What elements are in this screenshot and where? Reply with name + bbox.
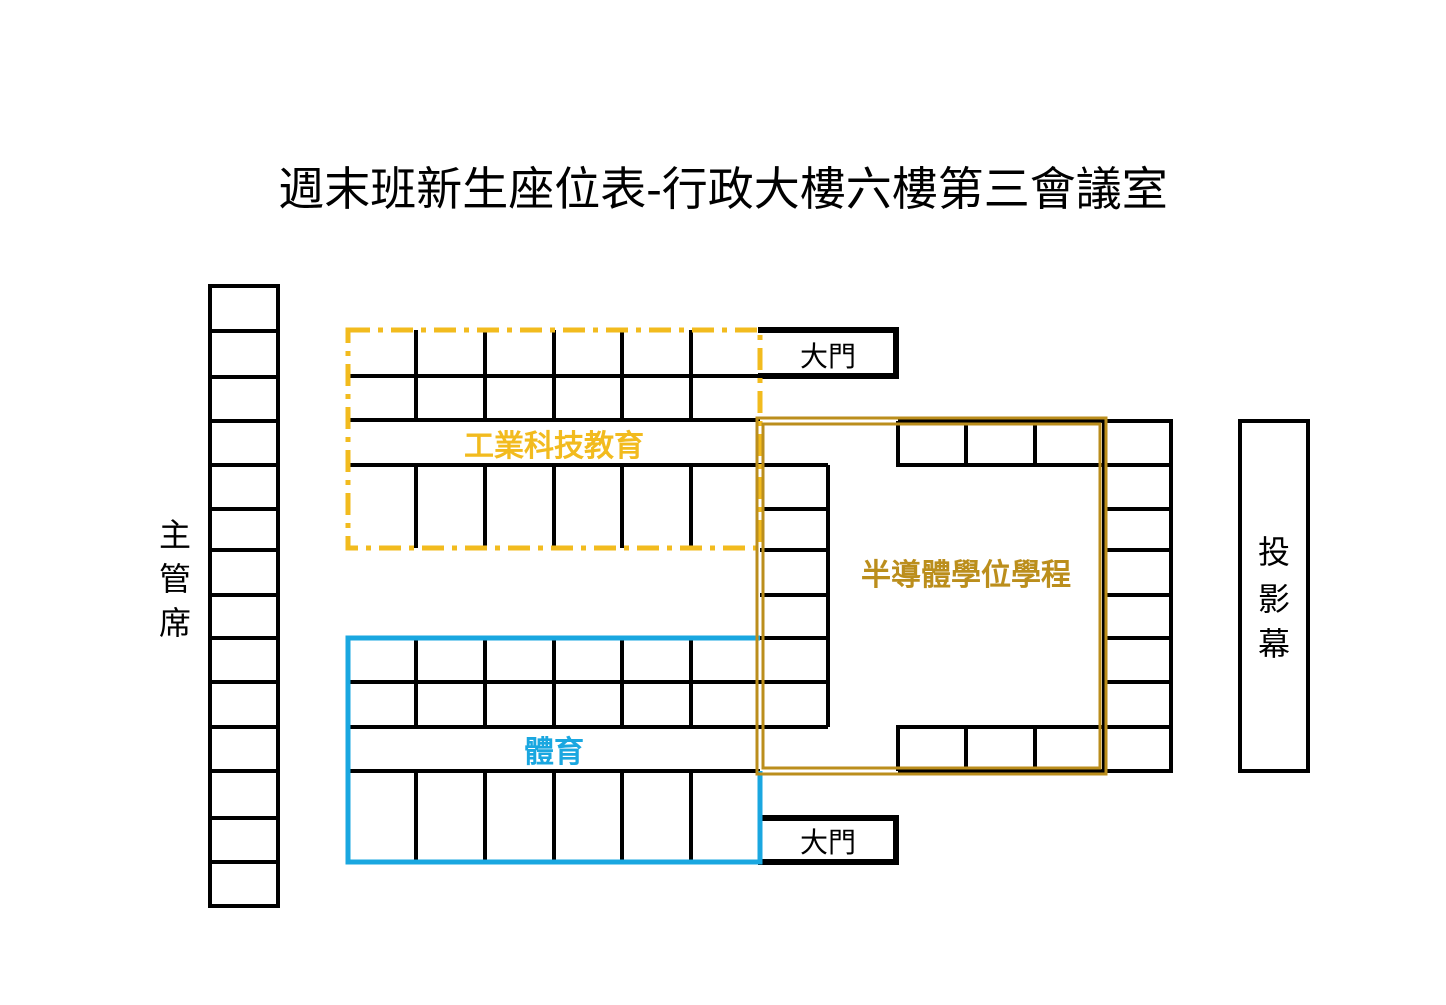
inner-bottom-seat-row	[896, 725, 1104, 773]
supervisor-seat-column	[208, 284, 280, 908]
supervisor-label: 主 管 席	[159, 516, 191, 642]
projection-screen: 投 影 幕	[1238, 419, 1310, 773]
semiconductor-group-outline	[755, 416, 1108, 776]
inner-top-seat-row	[896, 419, 1104, 467]
page-title: 週末班新生座位表-行政大樓六樓第三會議室	[278, 162, 1168, 216]
svg-text:影: 影	[1258, 580, 1290, 618]
sports-group-label: 體育	[524, 735, 584, 770]
svg-text:投: 投	[1258, 533, 1290, 571]
bottom-seat-block	[348, 638, 828, 862]
svg-text:主: 主	[159, 516, 191, 554]
door-top: 大門	[758, 327, 899, 379]
right-seat-column	[1102, 419, 1173, 773]
svg-text:大門: 大門	[800, 826, 856, 859]
svg-text:席: 席	[159, 604, 191, 642]
svg-text:幕: 幕	[1258, 625, 1290, 663]
semiconductor-group-label: 半導體學位學程	[861, 558, 1071, 593]
door-bottom: 大門	[758, 815, 899, 865]
industrial-tech-group-label: 工業科技教育	[464, 429, 644, 464]
svg-text:大門: 大門	[800, 340, 856, 373]
sports-group-outline	[345, 635, 763, 865]
top-seat-block	[348, 330, 828, 548]
industrial-tech-group-outline	[345, 327, 763, 551]
svg-text:管: 管	[159, 560, 191, 598]
middle-seat-column	[760, 465, 830, 727]
